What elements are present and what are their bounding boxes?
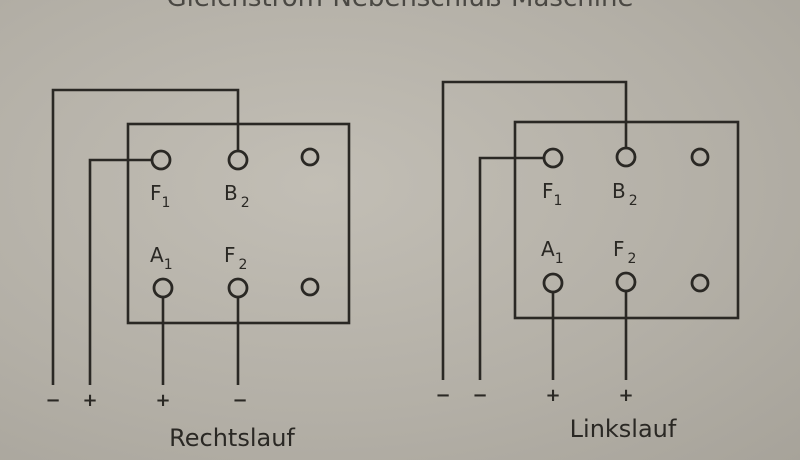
polarity-plus: + [618,385,633,406]
terminal-empty [690,147,710,167]
terminal-empty [300,147,320,167]
polarity-minus: − [232,390,247,411]
terminal-b2 [227,149,249,171]
terminal-f1 [542,147,564,169]
polarity-plus: + [545,385,560,406]
label-f1: F1 [150,181,170,211]
caption-rechtslauf: Rechtslauf [169,424,295,452]
terminal-empty [300,277,320,297]
terminal-a1 [542,272,564,294]
polarity-plus: + [82,390,97,411]
terminal-a1 [152,277,174,299]
wire-f1 [88,158,152,385]
polarity-plus: + [155,390,170,411]
title: Gleichstrom-Nebenschluß-Maschine [167,0,634,13]
terminal-f2 [227,277,249,299]
polarity-minus: − [45,390,60,411]
terminal-f2 [615,271,637,293]
terminal-empty [690,273,710,293]
terminal-b2 [615,146,637,168]
label-f1: F1 [542,179,562,209]
polarity-minus: − [472,385,487,406]
wire-b2 [51,88,240,385]
terminal-f1 [150,149,172,171]
label-a1: A1 [150,243,173,273]
caption-linkslauf: Linkslauf [570,415,677,443]
wire-f1 [478,156,544,380]
label-a1: A1 [541,237,564,267]
polarity-minus: − [435,385,450,406]
wire-b2 [441,80,628,380]
